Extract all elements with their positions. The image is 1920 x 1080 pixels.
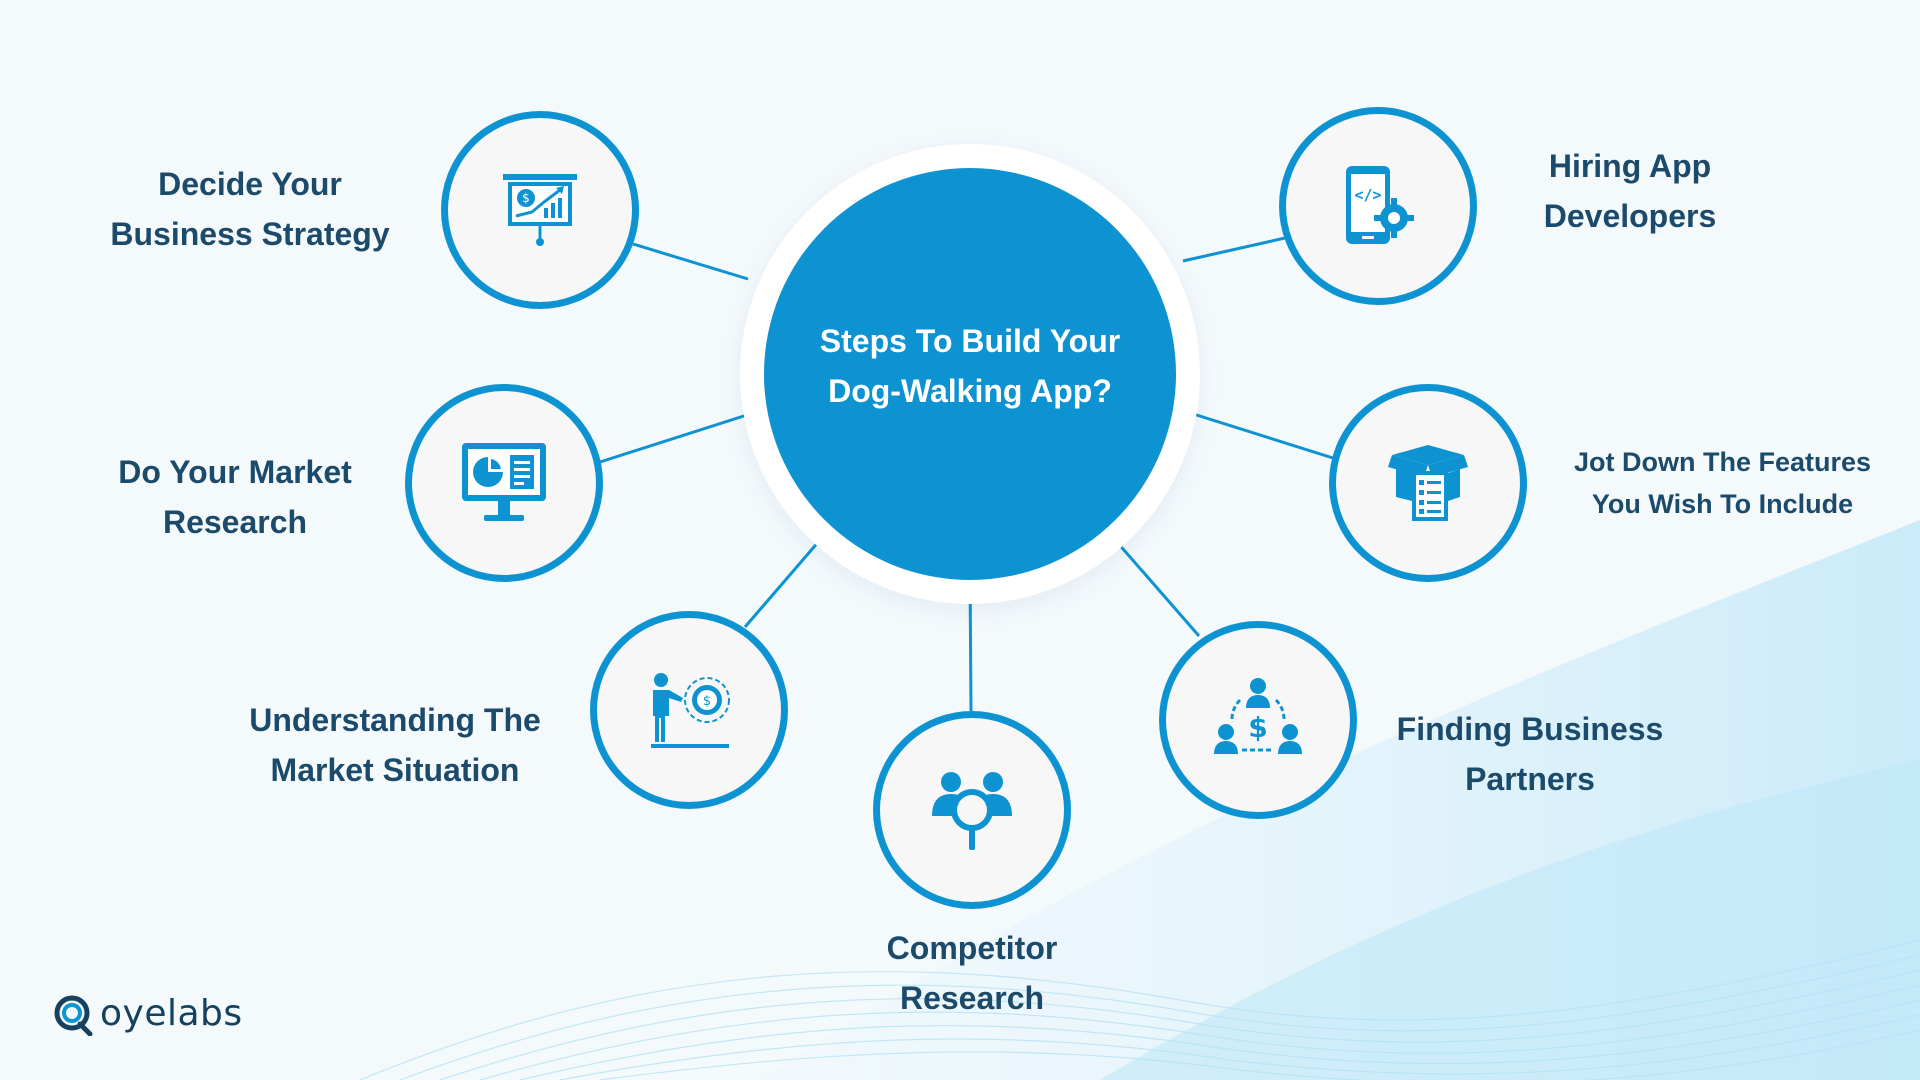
oyelabs-logo-icon: [54, 995, 93, 1036]
brand-name: oyelabs: [100, 992, 243, 1034]
step-label: Hiring App Developers: [1543, 148, 1717, 234]
svg-text:$: $: [703, 694, 711, 709]
oyelabs-logo: oyelabs: [50, 988, 243, 1038]
step-label: Do Your Market Research: [118, 454, 352, 540]
step-node-features: [1329, 384, 1527, 582]
people-magnifier-icon: [932, 772, 1012, 850]
step-node-business-strategy: $: [441, 111, 639, 309]
step-label: Jot Down The Features You Wish To Includ…: [1573, 447, 1872, 519]
monitor-analytics-icon: [462, 443, 546, 521]
step-label: Understanding The Market Situation: [249, 702, 541, 788]
central-hub: Steps To Build Your Dog-Walking App?: [740, 144, 1200, 604]
step-label: Decide Your Business Strategy: [110, 166, 390, 252]
step-node-competitor-research: [873, 711, 1071, 909]
box-checklist-icon: [1388, 445, 1468, 521]
presenter-target-icon: $: [651, 673, 730, 748]
step-node-hiring-developers: </>: [1279, 107, 1477, 305]
network-money-icon: $: [1214, 678, 1302, 754]
step-label: Finding Business Partners: [1396, 711, 1664, 797]
svg-text:</>: </>: [1354, 186, 1381, 204]
central-hub-circle: Steps To Build Your Dog-Walking App?: [764, 168, 1176, 580]
svg-text:$: $: [1248, 711, 1267, 744]
step-node-market-research: [405, 384, 603, 582]
phone-code-gear-icon: </>: [1346, 166, 1414, 244]
connector-line: [1186, 410, 1334, 460]
step-node-market-situation: $: [590, 611, 788, 809]
svg-text:$: $: [522, 191, 530, 205]
connector-line: [599, 412, 751, 464]
presentation-chart-icon: $: [503, 174, 577, 246]
connector-line: [632, 242, 749, 281]
connector-line: [1182, 236, 1286, 263]
diagram-title: Steps To Build Your Dog-Walking App?: [819, 323, 1121, 409]
step-label: Competitor Research: [886, 930, 1058, 1016]
step-node-business-partners: $: [1159, 621, 1357, 819]
